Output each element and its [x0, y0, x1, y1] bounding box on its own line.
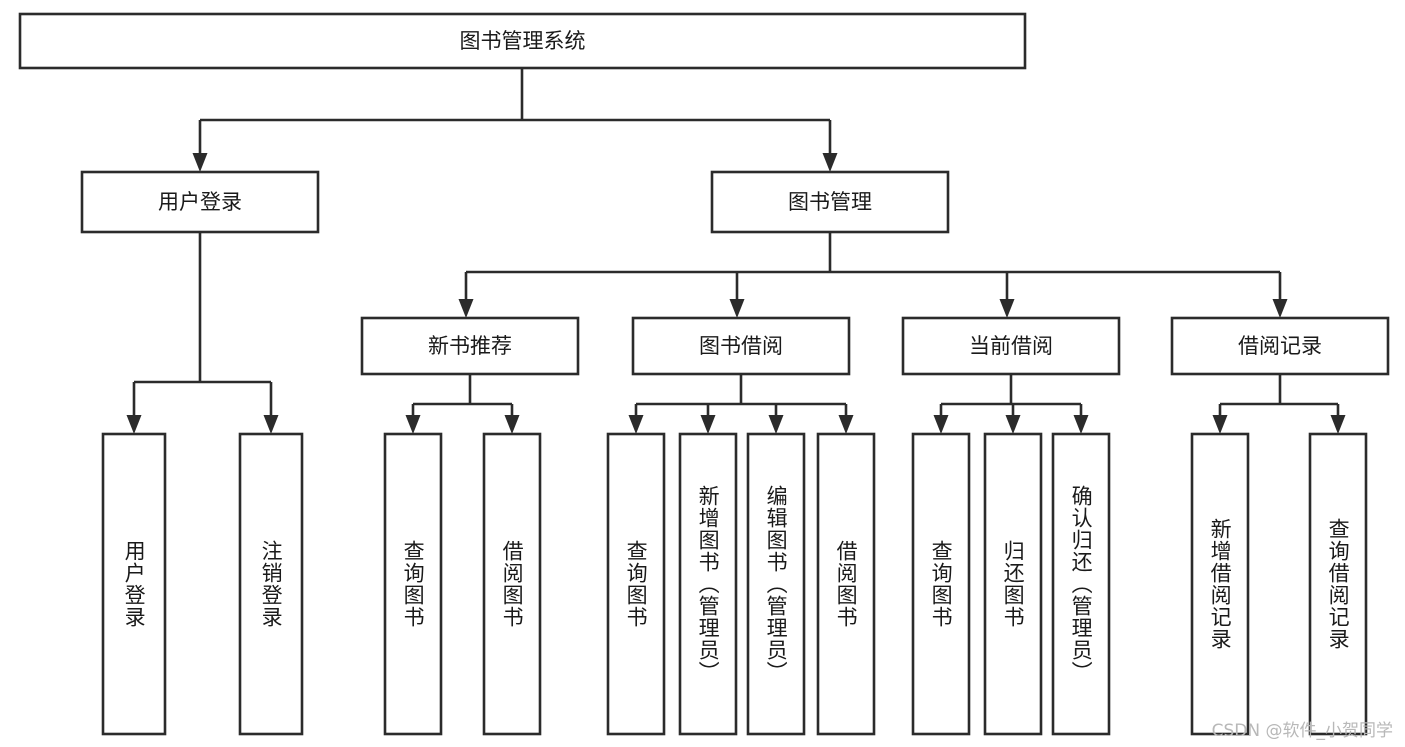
node-box-leaf-query-record[interactable] — [1308, 432, 1368, 736]
node-box-current-borrow[interactable] — [901, 316, 1121, 376]
node-box-leaf-add-record[interactable] — [1190, 432, 1250, 736]
node-box-leaf-return-book[interactable] — [983, 432, 1043, 736]
connectors-layer — [126, 68, 1346, 434]
connector-c-new-book-rec — [405, 374, 520, 434]
node-box-book-borrow[interactable] — [631, 316, 851, 376]
node-label-book-borrow: 图书借阅 — [699, 334, 783, 358]
node-box-leaf-logout[interactable] — [238, 432, 304, 736]
arrow-head-icon — [192, 153, 208, 172]
node-box-leaf-query-book-rec[interactable] — [383, 432, 443, 736]
connector-c-book-borrow — [628, 374, 854, 434]
arrow-head-icon — [1212, 415, 1228, 434]
node-box-leaf-query-book-cur[interactable] — [911, 432, 971, 736]
arrow-head-icon — [263, 415, 279, 434]
arrow-head-icon — [458, 299, 474, 318]
node-box-book-manage[interactable] — [710, 170, 950, 234]
connector-c-user-login — [126, 232, 279, 434]
connector-c-borrow-record — [1212, 374, 1346, 434]
arrow-head-icon — [933, 415, 949, 434]
arrow-head-icon — [1330, 415, 1346, 434]
arrow-head-icon — [729, 299, 745, 318]
node-box-leaf-edit-book[interactable] — [746, 432, 806, 736]
node-box-leaf-borrow-book[interactable] — [816, 432, 876, 736]
arrow-head-icon — [838, 415, 854, 434]
arrow-head-icon — [999, 299, 1015, 318]
node-label-user-login: 用户登录 — [158, 190, 242, 214]
arrow-head-icon — [405, 415, 421, 434]
node-label-borrow-record: 借阅记录 — [1238, 334, 1322, 358]
connector-c-current-borrow — [933, 374, 1089, 434]
connector-c-book-manage — [458, 232, 1288, 318]
node-label-new-book-rec: 新书推荐 — [428, 334, 512, 358]
arrow-head-icon — [126, 415, 142, 434]
arrow-head-icon — [1073, 415, 1089, 434]
boxes-layer — [18, 12, 1390, 736]
node-box-new-book-rec[interactable] — [360, 316, 580, 376]
node-box-leaf-borrow-book-rec[interactable] — [482, 432, 542, 736]
arrow-head-icon — [768, 415, 784, 434]
node-box-root[interactable] — [18, 12, 1027, 70]
watermark: CSDN @软件_小贺同学 — [1211, 721, 1393, 741]
node-box-borrow-record[interactable] — [1170, 316, 1390, 376]
node-box-user-login[interactable] — [80, 170, 320, 234]
arrow-head-icon — [628, 415, 644, 434]
node-box-leaf-add-book[interactable] — [678, 432, 738, 736]
node-label-current-borrow: 当前借阅 — [969, 334, 1053, 358]
node-box-leaf-query-book-borrow[interactable] — [606, 432, 666, 736]
arrow-head-icon — [700, 415, 716, 434]
arrow-head-icon — [1272, 299, 1288, 318]
arrow-head-icon — [1005, 415, 1021, 434]
node-box-leaf-confirm-return[interactable] — [1051, 432, 1111, 736]
node-label-book-manage: 图书管理 — [788, 190, 872, 214]
connector-c-root — [192, 68, 838, 172]
arrow-head-icon — [504, 415, 520, 434]
node-label-root: 图书管理系统 — [460, 29, 586, 53]
node-box-leaf-user-login[interactable] — [101, 432, 167, 736]
arrow-head-icon — [822, 153, 838, 172]
